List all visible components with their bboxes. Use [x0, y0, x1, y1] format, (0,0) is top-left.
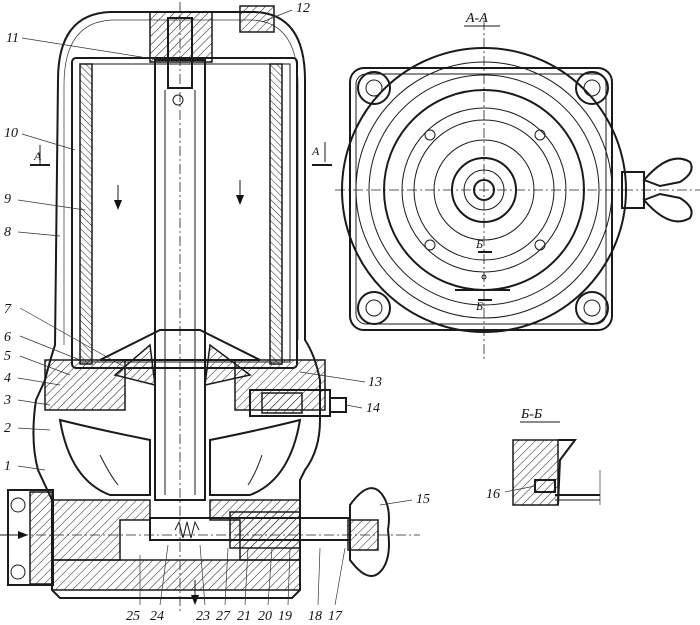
handwheel [349, 487, 390, 577]
label-15: 15 [416, 492, 430, 507]
label-11: 11 [6, 31, 19, 46]
label-20: 20 [258, 609, 272, 624]
spring [174, 520, 200, 539]
section-bb-view [512, 421, 601, 506]
base-left [44, 359, 126, 411]
cut-mark-a-right: А [311, 144, 320, 158]
label-12: 12 [296, 1, 310, 16]
label-21: 21 [237, 609, 251, 624]
leader-lines [17, 9, 536, 606]
filter-shell [71, 57, 298, 369]
label-10: 10 [4, 126, 18, 141]
label-25: 25 [126, 609, 140, 624]
section-aa-title: А-А [465, 11, 488, 26]
cut-mark-a-left: А [33, 149, 42, 163]
label-4: 4 [4, 371, 11, 386]
label-19: 19 [278, 609, 292, 624]
label-5: 5 [4, 349, 11, 364]
aa-corner-bolts [357, 71, 609, 325]
lower-body-left [51, 499, 151, 561]
label-16: 16 [486, 487, 500, 502]
section-labels: А-А Б-Б А А Б Б [33, 11, 542, 422]
part-numbers: 11 10 9 8 7 6 5 4 3 2 1 12 13 14 15 16 2… [3, 1, 500, 624]
cut-mark-b-top: Б [475, 237, 483, 251]
filter-element-left [79, 63, 93, 365]
cut-mark-b-bottom: Б [475, 299, 483, 313]
label-1: 1 [4, 459, 11, 474]
filter-element-right [269, 63, 283, 365]
section-bb-title: Б-Б [520, 407, 542, 422]
label-24: 24 [150, 609, 164, 624]
longitudinal-section [0, 2, 420, 612]
label-17: 17 [328, 609, 343, 624]
label-23: 23 [196, 609, 210, 624]
bb-detail-body [512, 439, 559, 506]
label-3: 3 [3, 393, 11, 408]
label-2: 2 [4, 421, 11, 436]
top-fitting [149, 11, 213, 63]
section-aa-view [335, 20, 700, 360]
vent-plug [239, 5, 275, 33]
label-13: 13 [368, 375, 382, 390]
label-8: 8 [4, 225, 11, 240]
label-6: 6 [4, 330, 11, 345]
label-7: 7 [4, 302, 12, 317]
flow-arrows [0, 180, 263, 605]
label-27: 27 [216, 609, 231, 624]
label-14: 14 [366, 401, 380, 416]
label-18: 18 [308, 609, 322, 624]
inlet-flange [7, 489, 54, 586]
label-9: 9 [4, 192, 11, 207]
